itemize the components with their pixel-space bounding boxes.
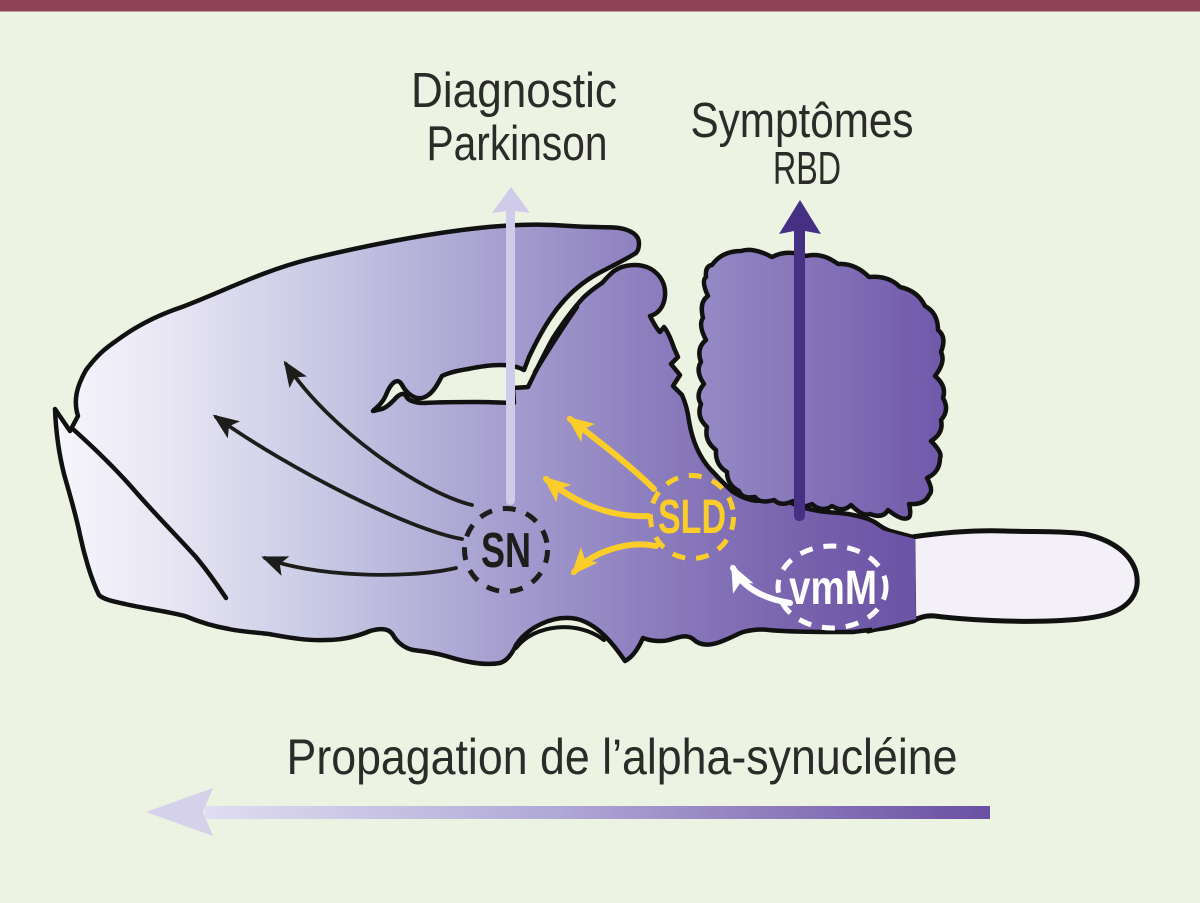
svg-text:vmM: vmM [789, 562, 877, 615]
svg-text:Propagation de l’alpha-synuclé: Propagation de l’alpha-synucléine [287, 729, 958, 785]
svg-text:Symptômes: Symptômes [691, 94, 914, 148]
svg-text:RBD: RBD [773, 142, 841, 194]
svg-text:SLD: SLD [658, 491, 726, 544]
svg-text:Diagnostic: Diagnostic [411, 64, 617, 118]
svg-text:SN: SN [481, 524, 531, 578]
svg-text:Parkinson: Parkinson [427, 117, 608, 171]
